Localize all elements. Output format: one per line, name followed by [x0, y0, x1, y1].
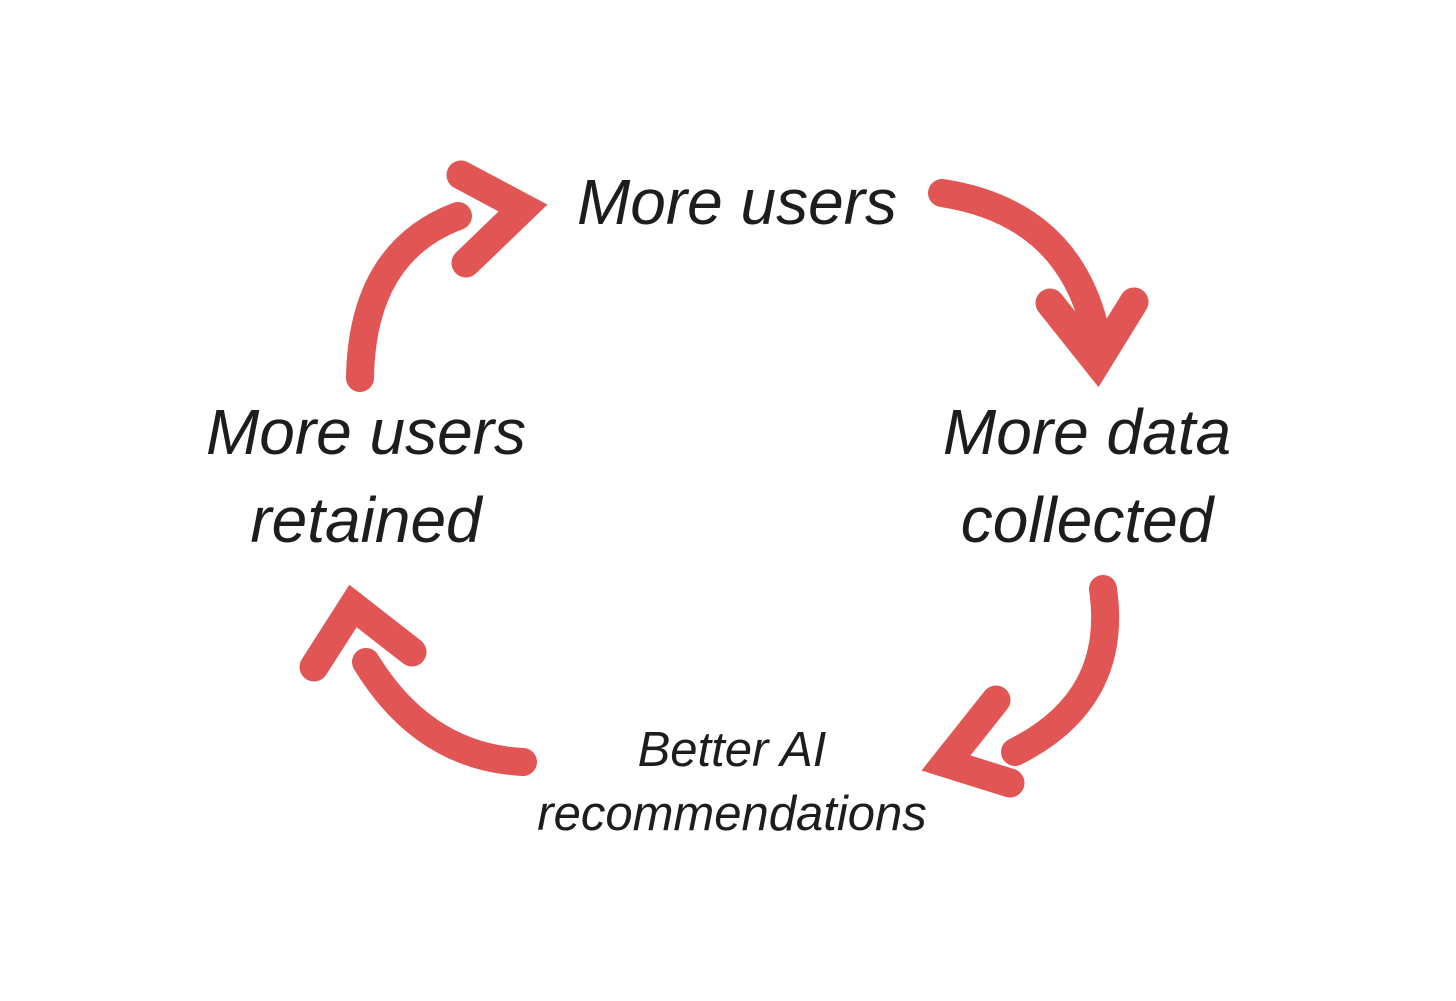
node-label-line1: More users	[205, 396, 527, 468]
node-label-line2: retained	[250, 484, 482, 556]
arrow-curve	[1001, 575, 1120, 766]
arrow-recommendations-to-retained	[299, 584, 537, 776]
arrow-data-to-recommendations	[921, 575, 1120, 798]
node-better-ai-recommendations: Better AI recommendations	[537, 718, 926, 846]
arrowhead-down-icon	[1035, 287, 1149, 388]
arrow-retained-to-users	[346, 160, 548, 392]
node-label-line2: recommendations	[537, 787, 927, 841]
arrow-curve	[352, 648, 537, 776]
node-more-users: More users	[577, 158, 897, 246]
node-more-data-collected: More data collected	[943, 388, 1231, 564]
node-label-line2: collected	[960, 484, 1214, 556]
node-label-line1: Better AI	[637, 723, 827, 777]
arrowhead-down-left-icon	[921, 685, 1025, 798]
arrowhead-right-icon	[446, 160, 548, 278]
arrowhead-up-left-icon	[299, 584, 427, 682]
arrow-curve	[346, 202, 472, 392]
node-more-users-retained: More users retained	[206, 388, 526, 564]
node-label-line1: More data	[942, 396, 1232, 468]
arrow-curve	[928, 179, 1108, 339]
arrow-users-to-data	[928, 179, 1149, 388]
node-label: More users	[576, 166, 898, 238]
